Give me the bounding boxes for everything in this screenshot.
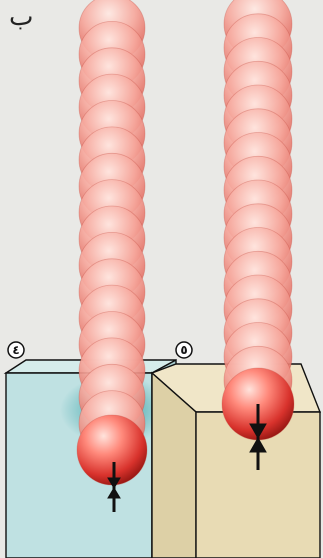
left-impact-ball: [77, 415, 147, 485]
right-block-tag: ٥: [176, 342, 192, 358]
right-ball-column: [222, 0, 294, 440]
right-tag-text: ٥: [180, 343, 187, 357]
left-block-tag: ٤: [8, 342, 24, 358]
left-tag-text: ٤: [12, 343, 19, 357]
left-ball-column: [77, 0, 147, 485]
